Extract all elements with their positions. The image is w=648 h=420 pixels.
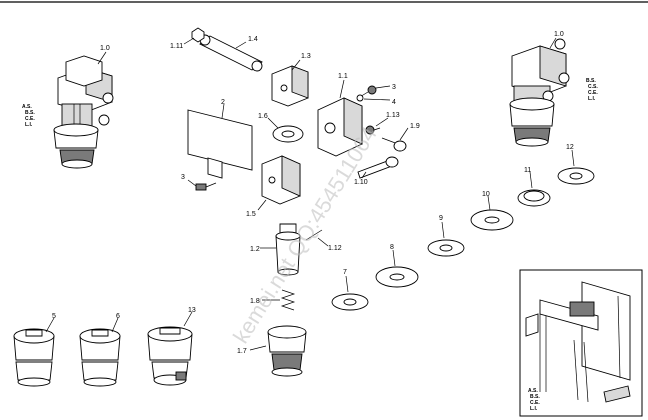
callout-7: 7	[343, 269, 347, 276]
callout-8: 8	[390, 244, 394, 251]
codes-left: A.S. B.S. C.E. L.I.	[22, 104, 35, 128]
part-13-cap	[147, 326, 193, 386]
part-7-washer	[331, 293, 369, 311]
callout-12: 12	[566, 144, 574, 151]
code-inset-0: A.S.	[528, 388, 538, 394]
inset-detail	[519, 269, 643, 417]
part-12-washer	[557, 167, 595, 185]
part-11-washer	[517, 189, 551, 207]
callout-1-11: 1.11	[170, 43, 183, 50]
callout-1-7: 1.7	[237, 348, 247, 355]
part-1-11-nut	[191, 27, 205, 43]
part-3-screw-top	[357, 85, 377, 99]
callout-4: 4	[392, 99, 396, 106]
callout-1-0-left: 1.0	[100, 45, 110, 52]
callout-3-top: 3	[392, 84, 396, 91]
callout-1-2: 1.2	[250, 246, 260, 253]
part-4-washer	[356, 94, 364, 102]
part-8-washer	[375, 266, 419, 288]
callout-9: 9	[439, 215, 443, 222]
part-1-10-screw	[357, 156, 399, 179]
part-1-13-screw	[365, 125, 381, 135]
callout-1-8: 1.8	[250, 298, 260, 305]
code-right-1: C.S.	[588, 84, 598, 90]
part-1-4-shaft	[199, 34, 263, 72]
part-1-8-spring	[280, 289, 296, 311]
part-10-washer	[470, 209, 514, 231]
codes-right: B.S. C.S. C.E. L.I.	[586, 78, 598, 102]
callout-2: 2	[221, 99, 225, 106]
callout-1-4: 1.4	[248, 36, 258, 43]
callout-10: 10	[482, 191, 490, 198]
callout-1-6: 1.6	[258, 113, 268, 120]
code-left-2: C.E.	[25, 116, 35, 122]
part-5-cap	[13, 328, 55, 387]
code-right-2: C.E.	[588, 90, 598, 96]
part-1-6-washer	[272, 125, 304, 143]
part-1-3-block	[271, 65, 309, 107]
callout-1-13: 1.13	[386, 112, 400, 119]
callout-11: 11	[524, 167, 531, 174]
codes-inset: A.S. B.S. C.E. L.I.	[528, 388, 540, 412]
assembly-left	[53, 55, 114, 169]
callout-3-left: 3	[181, 174, 185, 181]
callout-1-5: 1.5	[246, 211, 256, 218]
callout-13: 13	[188, 307, 196, 314]
callout-1-0-right: 1.0	[554, 31, 564, 38]
part-1-1-body	[317, 97, 363, 157]
part-1-9-screw	[381, 137, 407, 152]
code-right-0: B.S.	[586, 78, 596, 84]
part-1-12-pin	[305, 229, 323, 241]
part-1-7-cap	[267, 325, 307, 377]
part-1-2-cylinder	[275, 223, 301, 276]
assembly-right	[509, 38, 570, 147]
part-2-plate	[187, 109, 253, 179]
code-left-3: L.I.	[25, 122, 33, 128]
callout-1-10: 1.10	[354, 179, 368, 186]
part-9-washer	[427, 239, 465, 257]
code-inset-2: C.E.	[530, 400, 540, 406]
part-3-screw-left	[195, 182, 217, 191]
callout-1-3: 1.3	[301, 53, 311, 60]
code-right-3: L.I.	[588, 96, 596, 102]
code-left-0: A.S.	[22, 104, 32, 110]
callout-1-9: 1.9	[410, 123, 420, 130]
code-inset-3: L.I.	[530, 406, 538, 412]
code-left-1: B.S.	[25, 110, 35, 116]
callout-6: 6	[116, 313, 120, 320]
callout-1-12: 1.12	[328, 245, 342, 252]
part-6-cap	[79, 328, 121, 387]
part-1-5-bracket	[261, 155, 301, 205]
callout-1-1: 1.1	[338, 73, 348, 80]
code-inset-1: B.S.	[530, 394, 540, 400]
callout-5: 5	[52, 313, 56, 320]
